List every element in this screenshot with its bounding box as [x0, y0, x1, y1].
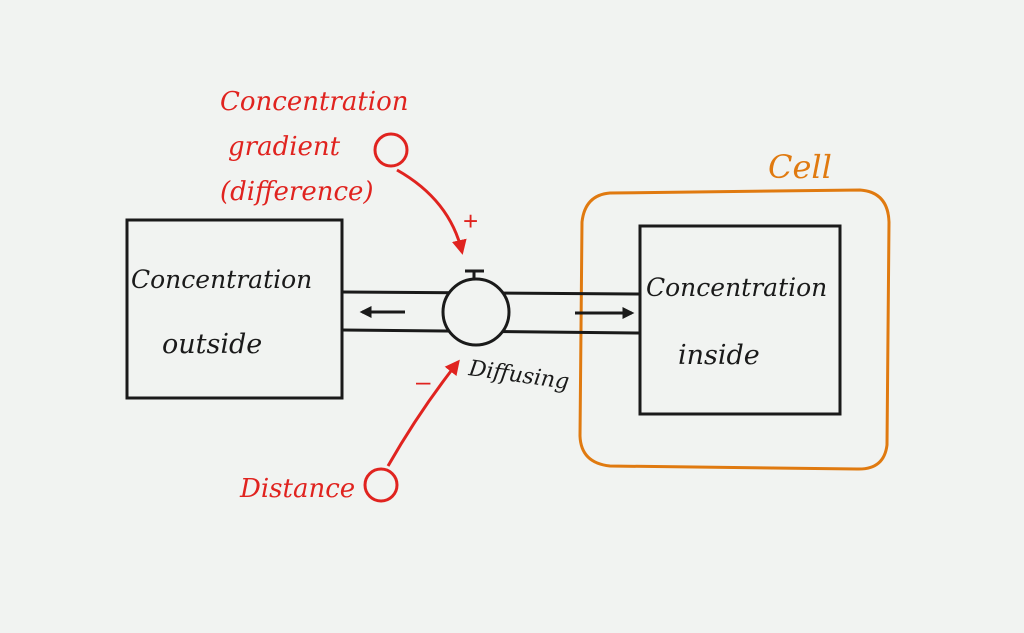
stock-outside [125, 218, 344, 400]
gradient-link-arrow [396, 168, 467, 255]
gradient-label-line3: (difference) [220, 177, 374, 207]
gradient-polarity: + [463, 206, 478, 236]
distance-converter [363, 467, 399, 503]
cell-label: Cell [768, 148, 832, 186]
distance-polarity: – [416, 366, 431, 396]
distance-label: Distance [239, 474, 355, 504]
flow-valve [441, 277, 511, 347]
gradient-label-line2: gradient [228, 132, 341, 162]
stock-outside-label-line1: Concentration [131, 265, 312, 294]
distance-link-arrow [386, 359, 460, 467]
gradient-label-line1: Concentration [220, 87, 409, 117]
cell-boundary [578, 188, 891, 471]
stock-inside-label-line1: Concentration [646, 273, 827, 302]
flow-label: Diffusing [466, 356, 571, 395]
stock-outside-label-line2: outside [162, 329, 262, 360]
gradient-converter [373, 132, 409, 168]
stock-inside [638, 224, 842, 416]
stock-inside-label-line2: inside [678, 340, 760, 371]
